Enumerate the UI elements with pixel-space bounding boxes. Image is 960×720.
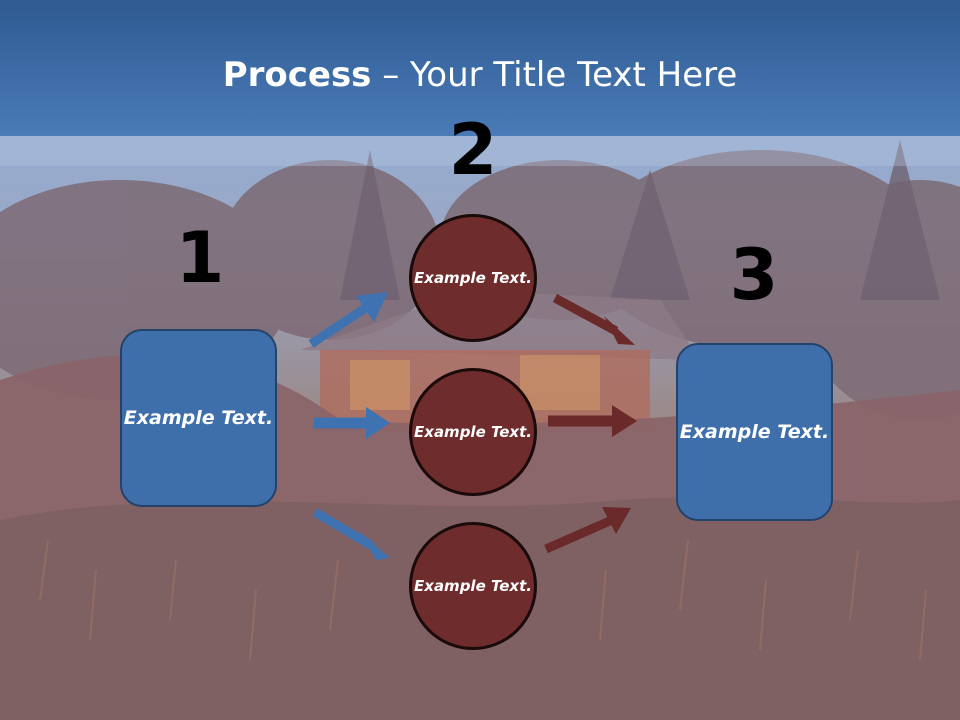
step-2-circle-top: Example Text. <box>409 214 537 342</box>
step-2-circle-middle: Example Text. <box>409 368 537 496</box>
step-number-2: 2 <box>448 109 498 191</box>
step-number-1: 1 <box>175 217 225 299</box>
title-bold: Process <box>222 55 372 95</box>
step-1-box: Example Text. <box>120 329 277 507</box>
step-2-circle-bottom: Example Text. <box>409 522 537 650</box>
slide-title: Process – Your Title Text Here <box>0 52 960 98</box>
arrow-from-top <box>552 294 635 345</box>
arrow-to-bottom <box>312 508 390 560</box>
title-rest: – Your Title Text Here <box>371 55 738 95</box>
arrow-from-middle <box>548 405 637 437</box>
step-number-3: 3 <box>729 234 779 316</box>
arrow-to-top <box>308 292 388 348</box>
arrow-to-middle <box>314 407 390 439</box>
arrow-from-bottom <box>544 507 631 554</box>
title-bar <box>0 0 960 136</box>
step-3-box: Example Text. <box>676 343 833 521</box>
